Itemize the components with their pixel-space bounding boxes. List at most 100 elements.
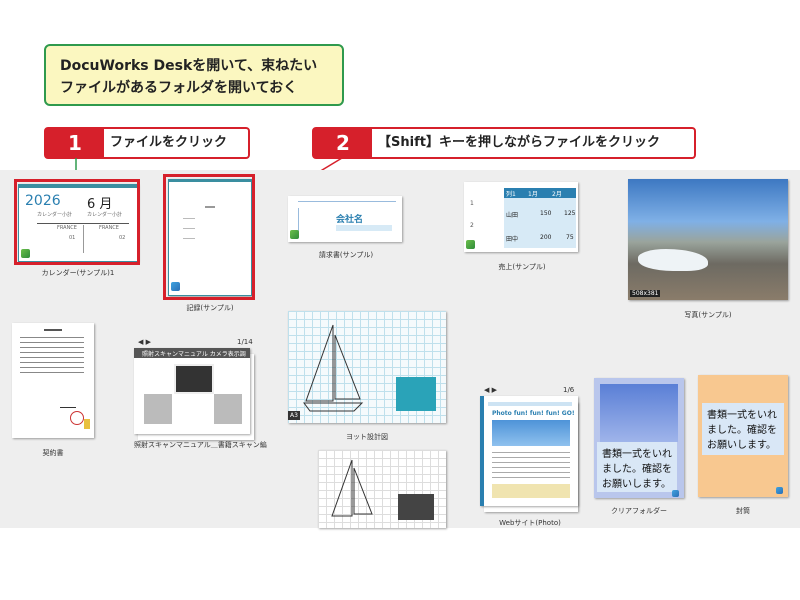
- file-calendar[interactable]: 2026 6 月 カレンダー小計 カレンダー小計 FRANCE FRANCE 0…: [18, 184, 138, 262]
- calendar-num-left: 01: [69, 235, 76, 241]
- calendar-rule: [37, 223, 129, 224]
- contract-sticky: [84, 419, 90, 429]
- website-hero-image: [492, 420, 570, 446]
- label-scan-manual: 照射スキャンマニュアル＿書籍スキャン編: [134, 441, 267, 449]
- step-1-banner: 1 ファイルをクリック: [44, 127, 250, 159]
- label-envelope: 封筒: [736, 507, 750, 515]
- website-heading: Photo fun! fun! fun! GO!: [492, 410, 575, 417]
- yacht-sail-icon: [303, 324, 364, 412]
- seikyusho-address-block: [336, 225, 392, 231]
- label-kiroku: 記録(サンプル): [186, 304, 234, 312]
- label-seikyusho: 請求書(サンプル): [318, 251, 374, 259]
- instruction-callout: DocuWorks Deskを開いて、束ねたい ファイルがあるフォルダを開いてお…: [44, 44, 344, 106]
- label-clipfolder: クリアフォルダー: [611, 507, 667, 515]
- yacht-map-block: [396, 377, 436, 411]
- callout-line-2: ファイルがあるフォルダを開いておく: [60, 80, 298, 96]
- excel-badge-icon: [21, 249, 30, 258]
- calendar-sub-left: カレンダー小計: [37, 212, 73, 218]
- file-website[interactable]: Photo fun! fun! fun! GO!: [480, 396, 578, 506]
- scan-page-count: 1/14: [237, 338, 253, 346]
- website-photo-strip: [492, 484, 570, 498]
- seikyusho-line: [298, 201, 396, 202]
- label-sales: 売上(サンプル): [498, 263, 546, 271]
- file-envelope[interactable]: 書類一式をいれました。確認をお願いします。: [698, 375, 788, 497]
- sales-cell-jan-2: 200: [540, 234, 552, 241]
- step-1-text: ファイルをクリック: [110, 135, 228, 150]
- sales-row-2: 2: [470, 222, 474, 229]
- calendar-sub-right: カレンダー小計: [87, 212, 123, 218]
- scan-title-bar: [134, 348, 250, 358]
- kiroku-line: [183, 218, 195, 219]
- sales-header-3: 2月: [552, 191, 562, 198]
- kiroku-title-mark: [205, 206, 215, 208]
- scan-photo-left: [144, 394, 172, 424]
- calendar-month: 6 月: [87, 197, 113, 212]
- step-2-number: 2: [314, 129, 372, 157]
- file-sales[interactable]: 列1 1月 2月 山田 150 125 田中 200 75 1 2: [464, 182, 578, 252]
- sales-cell-feb-1: 125: [564, 210, 576, 217]
- file-kiroku[interactable]: [168, 179, 252, 296]
- calendar-col-right: FRANCE: [99, 225, 119, 231]
- sales-cell-name-1: 山田: [506, 212, 519, 219]
- contract-title: [44, 329, 62, 331]
- callout-line-1: DocuWorks Deskを開いて、束ねたい: [60, 58, 318, 74]
- docuworks-badge-icon: [672, 490, 679, 497]
- kiroku-top-bar: [169, 180, 251, 182]
- docuworks-badge-icon: [776, 487, 783, 494]
- sales-cell-name-2: 田中: [506, 236, 519, 243]
- envelope-note: 書類一式をいれました。確認をお願いします。: [702, 403, 784, 455]
- file-yacht-2[interactable]: [318, 450, 446, 528]
- clipfolder-note: 書類一式をいれました。確認をお願いします。: [597, 442, 677, 492]
- step-1-number: 1: [46, 129, 104, 157]
- sales-body: [504, 198, 576, 248]
- docuworks-badge-icon: [171, 282, 180, 291]
- yacht-2-sail-icon: [331, 459, 373, 517]
- kiroku-line: [183, 228, 195, 229]
- file-seikyusho[interactable]: 会社名: [288, 196, 402, 242]
- yacht-2-map-block: [398, 494, 434, 520]
- photo-snow-patch: [638, 249, 708, 271]
- file-contract[interactable]: [12, 323, 94, 438]
- sales-header-1: 列1: [506, 191, 516, 198]
- calendar-divider: [83, 225, 84, 253]
- website-page-arrows-icon[interactable]: ◀ ▶: [484, 386, 497, 394]
- selection-calendar: [14, 179, 140, 265]
- label-contract: 契約書: [42, 449, 64, 457]
- label-yacht: ヨット設計図: [346, 433, 388, 441]
- clipfolder-inner-doc: [600, 384, 678, 442]
- seikyusho-vline: [298, 208, 299, 236]
- file-scan-manual[interactable]: 照射スキャンマニュアル カメラ表示調整: [134, 348, 250, 434]
- contract-text-block: [20, 337, 84, 377]
- sales-row-1: 1: [470, 200, 474, 207]
- calendar-year: 2026: [25, 193, 61, 209]
- scan-photo-right: [214, 394, 242, 424]
- label-calendar: カレンダー(サンプル)1: [41, 269, 115, 277]
- scan-monitor: [174, 364, 214, 394]
- calendar-num-right: 02: [119, 235, 126, 241]
- sales-cell-feb-2: 75: [566, 234, 574, 241]
- excel-badge-icon: [290, 230, 299, 239]
- label-photo: 写真(サンプル): [684, 311, 732, 319]
- selection-kiroku: [163, 174, 255, 300]
- yacht-size-badge: A3: [288, 411, 300, 420]
- file-clipfolder[interactable]: 書類一式をいれました。確認をお願いします。: [594, 378, 684, 498]
- kiroku-line: [183, 238, 195, 239]
- desk-workspace[interactable]: 2026 6 月 カレンダー小計 カレンダー小計 FRANCE FRANCE 0…: [0, 170, 800, 528]
- website-text-block: [492, 452, 570, 482]
- photo-size: 508x381: [630, 290, 661, 297]
- calendar-top-bar: [19, 185, 137, 188]
- website-page-count: 1/6: [563, 386, 575, 394]
- scan-page-arrows-icon[interactable]: ◀ ▶: [138, 338, 151, 346]
- calendar-col-left: FRANCE: [57, 225, 77, 231]
- contract-signature: [60, 401, 76, 408]
- contract-stamp: [70, 411, 84, 425]
- file-yacht[interactable]: A3: [288, 311, 446, 423]
- file-photo[interactable]: 508x381: [628, 179, 788, 300]
- step-2-banner: 2 【Shift】キーを押しながらファイルをクリック: [312, 127, 696, 159]
- step-2-text: 【Shift】キーを押しながらファイルをクリック: [378, 135, 660, 150]
- label-website: Webサイト(Photo): [499, 519, 561, 527]
- sales-header-bar: [504, 188, 576, 198]
- sales-header-2: 1月: [528, 191, 538, 198]
- seikyusho-company: 会社名: [336, 215, 364, 225]
- scan-title: 照射スキャンマニュアル カメラ表示調整: [142, 351, 246, 367]
